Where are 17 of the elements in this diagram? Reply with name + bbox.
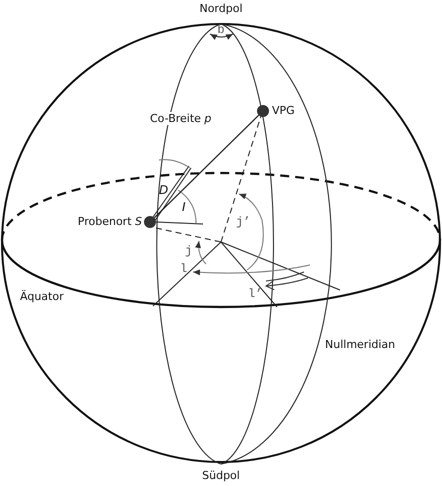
angle-label: b xyxy=(217,24,225,37)
great-circle-arc xyxy=(154,114,260,218)
angle-label: I xyxy=(182,201,186,214)
pole-label: Südpol xyxy=(202,469,240,482)
equator-label: Äquator xyxy=(20,290,64,303)
point-label: Probenort S xyxy=(78,215,142,228)
angle-label: j xyxy=(185,245,192,258)
angle-label: l xyxy=(180,263,188,276)
angle-label: j’ xyxy=(236,216,250,229)
point-marker xyxy=(144,216,156,228)
meridian-label: Nullmeridian xyxy=(325,338,396,351)
point-label: VPG xyxy=(272,104,295,117)
point-marker xyxy=(257,105,269,117)
angle-label: D xyxy=(159,184,168,197)
angle-label: l’ xyxy=(248,288,262,301)
edge-label: Co-Breite p xyxy=(150,112,212,125)
pole-label: Nordpol xyxy=(199,2,243,15)
